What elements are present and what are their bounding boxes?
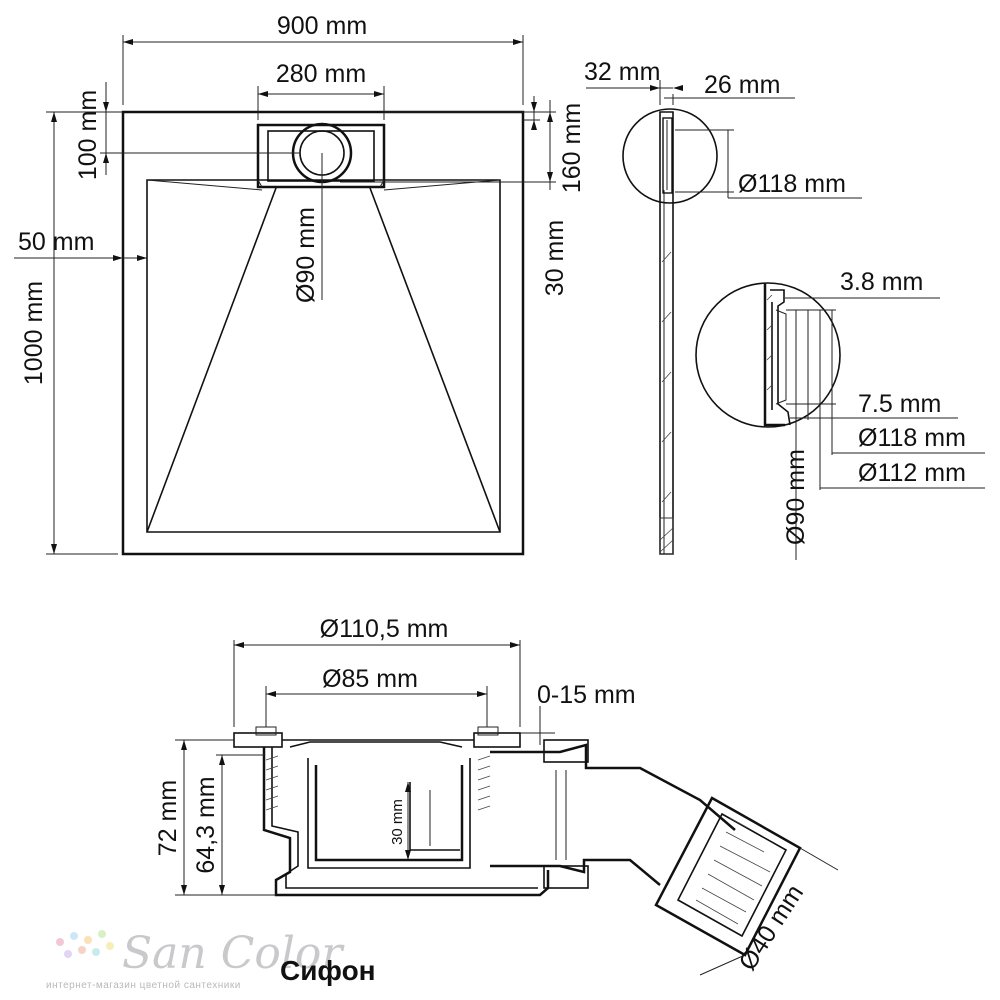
plan-drain-depth-label: 100 mm — [74, 90, 102, 180]
side-detail-circle — [622, 108, 718, 204]
detail-flange-label: 3.8 mm — [840, 268, 923, 296]
slope-line-left — [146, 187, 277, 533]
siphon-flange-diameter-label: Ø110,5 mm — [320, 615, 449, 643]
plan-drain-diameter-label: Ø90 mm — [292, 207, 320, 303]
side-total-thickness-label: 32 mm — [584, 58, 660, 86]
siphon-adjust-label: 0-15 mm — [537, 681, 636, 709]
detail-view: 3.8 mm 7.5 mm Ø118 mm Ø112 mm Ø90 mm — [695, 268, 985, 560]
plan-height-label: 1000 mm — [20, 281, 48, 385]
tray-outline — [121, 110, 525, 556]
siphon-body-diameter-label: Ø85 mm — [322, 665, 418, 693]
detail-inner-diameter-label: Ø112 mm — [858, 459, 966, 487]
logo-tagline: интернет-магазин цветной сантехники — [46, 980, 241, 991]
detail-outer-diameter-label: Ø118 mm — [858, 424, 966, 452]
detail-circle — [695, 282, 841, 428]
detail-step-label: 7.5 mm — [858, 390, 941, 418]
siphon-outlet-diameter-label: Ø40 mm — [733, 880, 809, 976]
siphon-outlet-pipe — [490, 743, 736, 831]
siphon-section: Ø110,5 mm Ø85 mm 0-15 mm 72 mm 64,3 mm 3… — [154, 615, 839, 976]
siphon-water-seal-label: 30 mm — [389, 799, 406, 845]
detail-hole-diameter-label: Ø90 mm — [782, 449, 810, 545]
caption: Сифон — [280, 955, 376, 986]
branding: San Color интернет-магазин цветной санте… — [46, 928, 376, 991]
side-outlet-diameter-label: Ø118 mm — [738, 170, 846, 198]
side-view: 32 mm 26 mm Ø118 mm — [584, 58, 862, 555]
basin-outline — [146, 179, 501, 533]
slope-line-top-left — [146, 179, 263, 191]
siphon-inner-cup — [314, 765, 464, 862]
drain-housing — [256, 123, 386, 189]
logo-dots-icon — [56, 930, 114, 958]
side-tray-thickness-label: 26 mm — [704, 71, 780, 99]
plan-width-label: 900 mm — [277, 12, 367, 40]
plan-slope-label: 30 mm — [541, 220, 569, 296]
drain-housing-inner — [267, 130, 375, 182]
slope-line-right — [369, 187, 501, 533]
siphon-body-outline — [262, 747, 550, 897]
plan-view: 900 mm 280 mm 1000 mm 50 mm 100 mm — [14, 12, 586, 556]
logo-text: San Color — [122, 928, 345, 979]
siphon-total-height-label: 72 mm — [154, 780, 182, 856]
plan-rim-label: 50 mm — [18, 228, 94, 256]
siphon-body-height-label: 64,3 mm — [192, 776, 220, 873]
plan-drain-width-label: 280 mm — [276, 60, 366, 88]
plan-drain-offset-label: 160 mm — [558, 103, 586, 193]
